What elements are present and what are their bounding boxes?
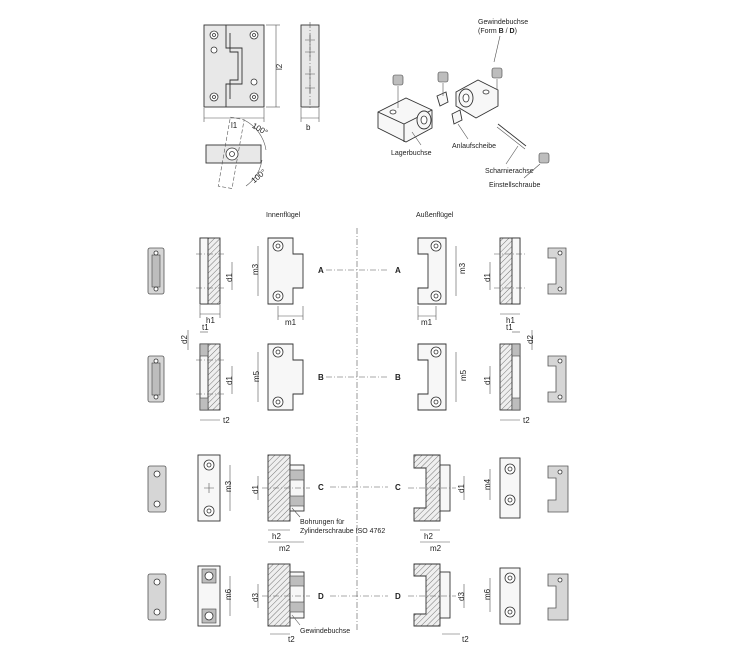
row-c-letter-right: C — [395, 483, 401, 492]
dim-m1-outer: m1 — [421, 318, 433, 327]
row-a-section-inner: d1 h1 — [196, 237, 234, 325]
hinge-axle — [497, 123, 527, 147]
dim-d1-c: d1 — [251, 485, 260, 494]
label-scharnierachse: Scharnierachse — [485, 168, 534, 175]
dim-m4: m4 — [483, 478, 492, 490]
row-d-letter-left: D — [318, 592, 324, 601]
row-a-letter-right: A — [395, 266, 401, 275]
dim-d1-b: d1 — [225, 376, 234, 385]
dim-angle-bottom: 100° — [249, 167, 267, 185]
gewindebuchse-part — [455, 79, 499, 119]
hinge-side-view: b — [300, 22, 320, 132]
dim-d3-outer: d3 — [457, 592, 466, 601]
row-d-section-outer: d3 t2 — [408, 563, 469, 644]
label-gewindebuchse: Gewindebuchse — [478, 19, 528, 26]
row-d-letter-right: D — [395, 592, 401, 601]
row-b-front-outer: m5 — [417, 343, 468, 411]
dim-b: b — [306, 123, 311, 132]
row-c-face-inner: m3 — [197, 454, 233, 522]
hinge-rotation-view: 100° 100° — [205, 116, 269, 189]
dim-m2: m2 — [279, 544, 291, 553]
dim-d1-outer: d1 — [483, 273, 492, 282]
dim-t2-d-outer: t2 — [462, 635, 469, 644]
row-b-photo-inner — [147, 355, 165, 403]
row-b-photo-outer — [547, 355, 567, 403]
dim-m2-outer: m2 — [430, 544, 442, 553]
row-c-letter-left: C — [318, 483, 324, 492]
row-c-photo-inner — [147, 465, 167, 513]
dim-h2: h2 — [272, 532, 281, 541]
label-form-bd: (Form B / D) — [478, 28, 517, 35]
dim-m6-outer: m6 — [483, 588, 492, 600]
dim-angle-top: 100° — [250, 121, 269, 137]
dim-t2: t2 — [223, 416, 230, 425]
dim-d3: d3 — [251, 593, 260, 602]
row-c-section-inner: d1 h2 m2 Bohrungen für Zylinderschraube … — [251, 454, 385, 553]
dim-d1-c-outer: d1 — [457, 484, 466, 493]
set-screws — [392, 67, 550, 164]
dim-d1: d1 — [225, 273, 234, 282]
row-b-section-outer: d1 d2 t1 t2 — [483, 323, 535, 425]
row-c-section-outer: d1 h2 m2 — [408, 454, 466, 553]
row-d-face-inner: m6 — [197, 565, 233, 627]
row-b-section-inner: d1 d2 t1 t2 — [180, 323, 234, 425]
row-c-face-outer: m4 — [483, 457, 521, 519]
dim-h1-outer: h1 — [506, 316, 515, 325]
row-a-front-inner: m3 m1 — [251, 237, 304, 327]
lagerbuchse-part — [377, 97, 433, 143]
dim-m3-outer: m3 — [458, 262, 467, 274]
hinge-front-view: l1 l2 — [203, 24, 284, 130]
dim-t1-outer: t1 — [506, 323, 513, 332]
row-b-front-inner: m5 — [252, 343, 304, 411]
dim-m5-outer: m5 — [459, 369, 468, 381]
dim-l2: l2 — [275, 63, 284, 70]
header-aussenfluegel: Außenflügel — [416, 212, 454, 219]
label-anlaufscheibe: Anlaufscheibe — [452, 143, 496, 150]
dim-h2-outer: h2 — [424, 532, 433, 541]
row-b: d1 d2 t1 t2 m5 B B m5 — [147, 323, 567, 425]
callout-bohrungen-line1: Bohrungen für — [300, 519, 345, 526]
dim-m3: m3 — [251, 263, 260, 275]
dim-d2: d2 — [180, 335, 189, 344]
row-c-photo-outer — [547, 465, 569, 513]
row-a-letter-left: A — [318, 266, 324, 275]
dim-t1: t1 — [202, 323, 209, 332]
label-lagerbuchse: Lagerbuchse — [391, 150, 432, 157]
washers — [436, 91, 463, 125]
row-d-face-outer: m6 — [483, 567, 521, 625]
mounting-holes — [209, 30, 259, 102]
row-d-photo-inner — [147, 573, 167, 621]
dim-d1-b-outer: d1 — [483, 376, 492, 385]
dim-t2-d: t2 — [288, 635, 295, 644]
row-a-front-outer: m3 m1 — [417, 237, 467, 327]
row-a-photo-outer — [547, 247, 567, 295]
dim-h1: h1 — [206, 316, 215, 325]
row-d-photo-outer — [547, 573, 569, 621]
row-d: m6 d3 t2 Gewindebuchse D D d3 t2 — [147, 563, 569, 644]
dim-t2-outer: t2 — [523, 416, 530, 425]
exploded-assembly-view: Gewindebuchse (Form B / D) Lagerbuchse A… — [377, 19, 550, 189]
callout-bohrungen-line2: Zylinderschraube ISO 4762 — [300, 528, 385, 535]
dim-m3-c: m3 — [224, 480, 233, 492]
row-d-section-inner: d3 t2 Gewindebuchse — [251, 563, 350, 644]
dim-m5: m5 — [252, 370, 261, 382]
dim-m1: m1 — [285, 318, 297, 327]
dim-d2-outer: d2 — [526, 335, 535, 344]
callout-gewindebuchse: Gewindebuchse — [300, 628, 350, 635]
header-innenfluegel: Innenflügel — [266, 212, 301, 219]
row-a-section-outer: d1 h1 — [483, 237, 526, 325]
row-a-photo-inner — [147, 247, 165, 295]
row-c: m3 d1 h2 m2 Bohrungen für Zylinderschrau… — [147, 454, 569, 553]
row-a: d1 h1 m3 m1 A A m3 m1 — [147, 237, 567, 327]
dim-l1: l1 — [231, 121, 238, 130]
dim-m6: m6 — [224, 588, 233, 600]
label-einstellschraube: Einstellschraube — [489, 182, 540, 189]
row-b-letter-left: B — [318, 373, 324, 382]
row-b-letter-right: B — [395, 373, 401, 382]
